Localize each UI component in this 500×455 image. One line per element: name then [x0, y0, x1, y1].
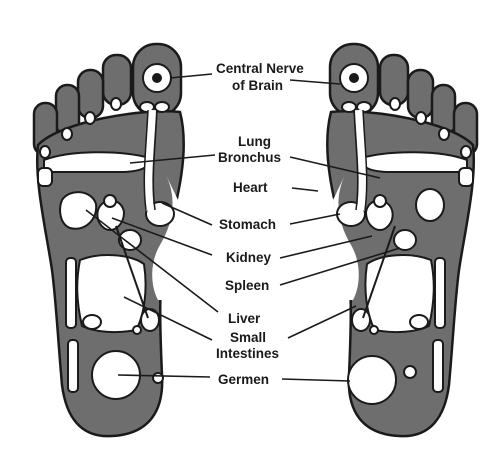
right-germen-zone: [347, 355, 397, 405]
left-sciatic-zone: [67, 339, 79, 393]
right-adrenal-zone: [373, 194, 387, 208]
right-heel-dot: [403, 365, 417, 379]
label-central-nerve-line2: of Brain: [232, 78, 283, 93]
left-toe-joint-5: [61, 127, 73, 141]
leader-intestines-left: [123, 296, 213, 341]
right-toe-joint-3: [389, 97, 401, 111]
label-lung-line2: Bronchus: [218, 150, 281, 165]
label-small-intestines-line1: Small: [230, 330, 266, 345]
right-toe-joint-4: [415, 111, 427, 125]
left-appendix-zone: [82, 314, 102, 330]
label-heart: Heart: [233, 180, 268, 195]
leader-heart: [291, 187, 319, 192]
right-shoulder-zone: [458, 167, 474, 187]
label-small-intestines-line2: Intestines: [216, 346, 279, 361]
left-foot: [32, 42, 185, 438]
left-nerve-channel-outline: [143, 109, 158, 211]
left-small-dot: [132, 325, 142, 335]
right-sigmoid-zone: [409, 314, 429, 330]
right-toe-3: [406, 68, 435, 120]
leader-lines: [85, 73, 401, 382]
leader-spleen: [279, 247, 401, 286]
right-toe-joint-5: [438, 127, 450, 141]
right-small-dot: [369, 325, 379, 335]
left-spleen-zone: [118, 229, 142, 251]
leader-stomach-right: [289, 213, 341, 225]
leader-kidney-right: [279, 235, 373, 259]
left-ascending-colon: [65, 257, 77, 329]
right-zones: [336, 63, 474, 405]
left-toe-joint-2: [154, 101, 170, 113]
left-shoulder-zone: [37, 167, 53, 187]
labels: Central Nerve of Brain Lung Bronchus Hea…: [216, 61, 304, 387]
left-zones: [37, 63, 175, 400]
left-adrenal-zone: [103, 194, 117, 208]
leader-intestines-right: [287, 305, 357, 339]
left-toe-joint-3: [110, 97, 122, 111]
label-kidney: Kidney: [226, 250, 272, 265]
label-germen: Germen: [218, 372, 269, 387]
left-toe-joint-4: [84, 111, 96, 125]
right-ureter-line: [362, 225, 396, 319]
label-liver: Liver: [228, 311, 261, 326]
right-bladder-zone: [351, 308, 371, 332]
leader-germen-left: [117, 374, 211, 378]
leader-lung-right: [289, 156, 381, 179]
left-liver-zone: [59, 191, 98, 230]
left-toe-joint-6: [39, 145, 51, 159]
right-lung-zone: [359, 151, 468, 174]
label-stomach: Stomach: [219, 217, 276, 232]
leader-lung-left: [129, 154, 216, 164]
left-ureter-line: [115, 225, 149, 319]
right-foot: [326, 42, 479, 438]
label-spleen: Spleen: [225, 278, 269, 293]
leader-brain-left: [169, 73, 213, 79]
right-nerve-channel: [355, 109, 367, 211]
right-descending-colon: [434, 257, 446, 329]
right-toe-joint-6: [460, 145, 472, 159]
right-heart-zone: [415, 188, 445, 222]
label-central-nerve-line1: Central Nerve: [216, 61, 304, 76]
left-brain-center: [152, 73, 162, 83]
right-brain-center: [349, 73, 359, 83]
left-toe-3: [76, 68, 105, 120]
left-heel-dot: [152, 372, 164, 384]
label-lung-line1: Lung: [238, 134, 271, 149]
left-nerve-channel: [144, 109, 156, 211]
leader-kidney-left: [111, 217, 213, 256]
leader-stomach-left: [161, 202, 213, 226]
right-arch: [333, 175, 359, 300]
right-spleen-zone: [393, 229, 417, 251]
leader-brain-right: [289, 79, 341, 85]
right-nerve-channel-outline: [353, 109, 368, 211]
leader-liver: [85, 209, 219, 313]
leader-germen-right: [281, 378, 351, 382]
right-sciatic-zone: [432, 339, 444, 393]
right-toe-joint-2: [356, 101, 372, 113]
